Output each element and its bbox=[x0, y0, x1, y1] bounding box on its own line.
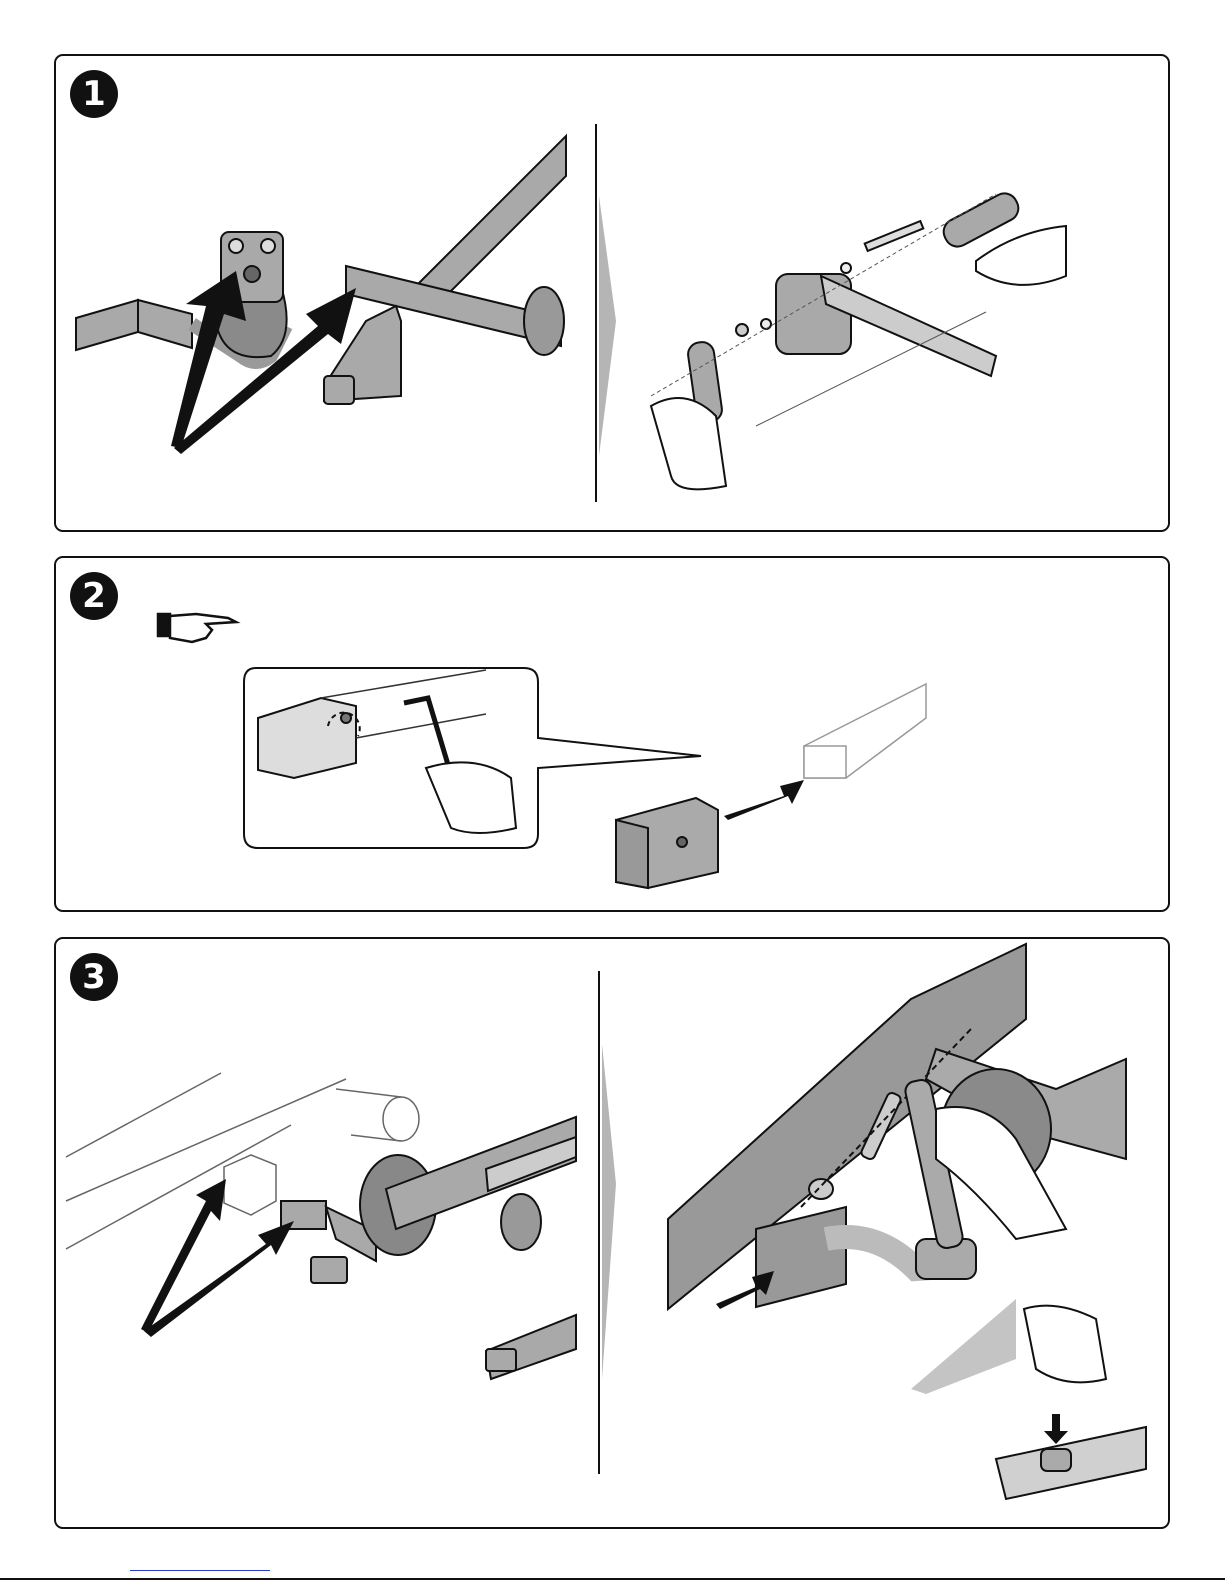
hitch-bracket bbox=[76, 232, 287, 362]
insert-pin-arrow bbox=[1044, 1414, 1068, 1444]
footer-link-line[interactable] bbox=[130, 1570, 270, 1571]
inset-pointer bbox=[911, 1299, 1016, 1394]
pointing-hand-icon bbox=[158, 614, 236, 642]
axle-assembly bbox=[281, 1117, 576, 1379]
footer-rule bbox=[0, 1578, 1225, 1580]
square-tube bbox=[804, 684, 926, 778]
sequence-triangle bbox=[602, 1044, 616, 1379]
step-1-illustration bbox=[56, 56, 1170, 532]
sequence-triangle bbox=[599, 196, 616, 456]
step-2-illustration bbox=[56, 558, 1170, 912]
connector-block bbox=[616, 798, 718, 888]
pin-inset bbox=[996, 1306, 1146, 1499]
step-3-panel: 3 bbox=[54, 937, 1170, 1529]
bolt-assembly bbox=[687, 189, 1023, 424]
frame-tube bbox=[324, 136, 566, 404]
large-frame-tube bbox=[668, 944, 1126, 1309]
step-2-panel: 2 bbox=[54, 556, 1170, 912]
step-3-illustration bbox=[56, 939, 1170, 1529]
step-1-panel: 1 bbox=[54, 54, 1170, 532]
remove-arrow bbox=[724, 780, 804, 820]
